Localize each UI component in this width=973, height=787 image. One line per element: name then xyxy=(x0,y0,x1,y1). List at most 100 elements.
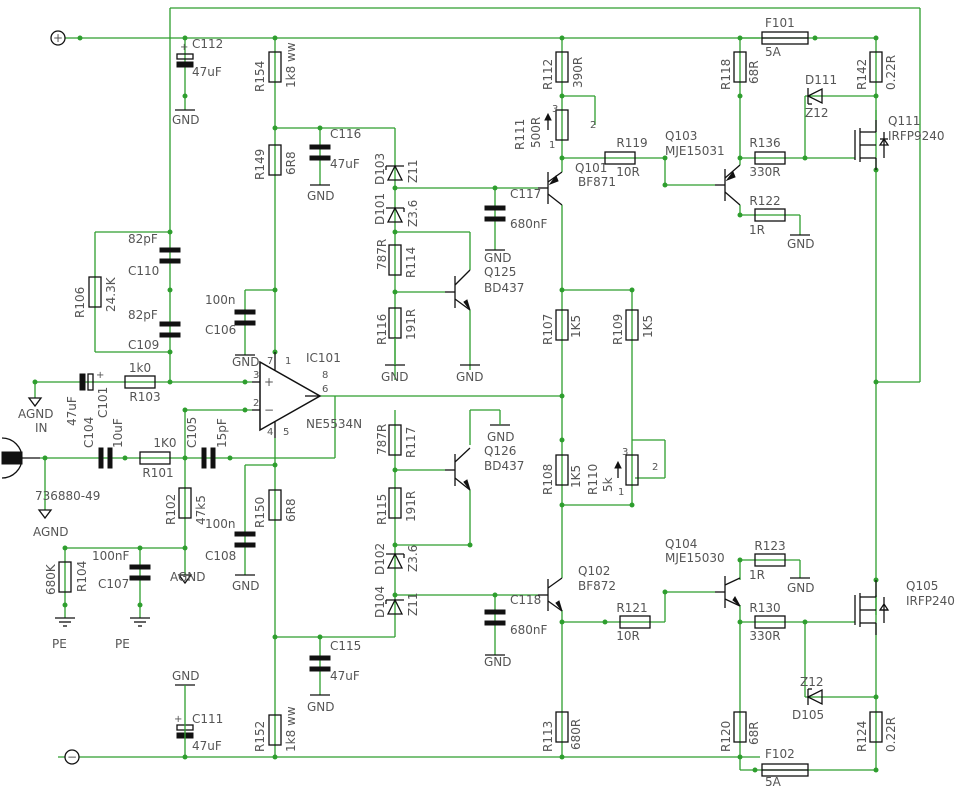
fuse-f101[interactable]: F101 5A xyxy=(761,16,809,59)
gnd-label: GND xyxy=(484,655,512,669)
transistor-q102[interactable]: Q102 BF872 xyxy=(538,564,616,612)
transistor-name: Q111 xyxy=(888,114,920,128)
resistor-value: 10R xyxy=(616,165,640,179)
resistor-r115[interactable]: R115 191R xyxy=(375,487,418,525)
resistor-name: R114 xyxy=(404,247,418,278)
zener-d102[interactable]: D102 Z3.6 xyxy=(373,543,420,575)
resistor-r117[interactable]: 787R R117 xyxy=(375,424,418,458)
opamp-ic101[interactable]: + − IC101 NE5534N 7 1 3 2 4 8 5 6 xyxy=(252,351,362,438)
pot-pin-2: 2 xyxy=(590,120,596,131)
capacitor-c111[interactable]: + C111 47uF xyxy=(174,712,223,753)
capacitor-c112[interactable]: + C112 47uF xyxy=(176,37,223,79)
transistor-q126[interactable]: Q126 BD437 xyxy=(445,444,524,491)
capacitor-c117[interactable]: C117 680nF xyxy=(484,187,548,231)
plus-sign: + xyxy=(53,31,63,45)
transistor-q103[interactable]: Q103 MJE15031 xyxy=(665,129,741,206)
pin-3: 3 xyxy=(253,370,259,381)
resistor-r114[interactable]: 787R R114 xyxy=(375,239,418,278)
resistor-r152[interactable]: R152 1k8 ww xyxy=(253,706,298,752)
resistor-r121[interactable]: R121 10R xyxy=(616,601,651,643)
capacitor-c109[interactable]: 82pF C109 xyxy=(128,308,181,352)
transistor-name: Q105 xyxy=(906,579,938,593)
input-label: IN xyxy=(35,421,48,435)
capacitor-value: 82pF xyxy=(128,232,158,246)
capacitor-c104[interactable]: C104 10uF xyxy=(82,417,125,469)
zener-d111[interactable]: D111 Z12 xyxy=(805,73,837,120)
resistor-r120[interactable]: R120 68R xyxy=(719,711,761,752)
resistor-r124[interactable]: R124 0.22R xyxy=(855,711,898,752)
resistor-r118[interactable]: R118 68R xyxy=(719,51,761,90)
transistor-q101[interactable]: Q101 BF871 xyxy=(538,161,616,206)
resistor-r112[interactable]: R112 390R xyxy=(541,51,585,90)
diode-value: Z11 xyxy=(406,593,420,617)
capacitor-c108[interactable]: 100n C108 xyxy=(205,517,256,563)
resistor-r107[interactable]: R107 1K5 xyxy=(541,309,583,345)
resistor-r101[interactable]: 1K0 R101 xyxy=(139,436,177,480)
transistor-q125[interactable]: Q125 BD437 xyxy=(445,265,524,311)
capacitor-c115[interactable]: C115 47uF xyxy=(309,639,361,683)
capacitor-value: 47uF xyxy=(65,396,79,426)
resistor-r122[interactable]: R122 1R xyxy=(749,194,786,237)
input-connector[interactable]: IN 736880-49 xyxy=(1,421,100,503)
fuse-value: 5A xyxy=(765,775,782,787)
trimmer-r110[interactable]: 3 2 1 R110 5k xyxy=(586,447,658,498)
resistor-value: 1k0 xyxy=(129,361,151,375)
capacitor-c116[interactable]: C116 47uF xyxy=(309,127,361,171)
ic-name: IC101 xyxy=(306,351,341,365)
ic-type: NE5534N xyxy=(306,417,362,431)
zener-d104[interactable]: D104 Z11 xyxy=(373,586,420,618)
zener-d101[interactable]: D101 Z3.6 xyxy=(373,193,420,227)
capacitor-value: 15pF xyxy=(215,418,229,448)
resistor-r102[interactable]: R102 47k5 xyxy=(164,487,208,525)
capacitor-c101[interactable]: + 47uF C101 xyxy=(65,370,110,426)
zener-d105[interactable]: Z12 D105 xyxy=(792,675,824,722)
resistor-r108[interactable]: R108 1K5 xyxy=(541,454,583,495)
resistor-r136[interactable]: R136 330R xyxy=(749,136,786,179)
rail-terminal-plus[interactable]: + xyxy=(50,30,66,46)
resistor-name: R136 xyxy=(749,136,780,150)
transistor-q104[interactable]: Q104 MJE15030 xyxy=(665,537,741,608)
capacitor-value: 680nF xyxy=(510,217,548,231)
capacitor-c106[interactable]: 100n C106 xyxy=(205,293,256,337)
resistor-r149[interactable]: R149 6R8 xyxy=(253,144,298,180)
zener-d103[interactable]: D103 Z11 xyxy=(373,153,420,185)
resistor-name: R104 xyxy=(75,561,89,592)
resistor-r109[interactable]: R109 1K5 xyxy=(611,309,655,345)
capacitor-c107[interactable]: 100nF C107 xyxy=(92,549,151,591)
transistor-value: IRFP9240 xyxy=(888,129,945,143)
mosfet-q105[interactable]: Q105 IRFP240 xyxy=(854,579,955,635)
gnd-label: GND xyxy=(307,189,335,203)
resistor-name: R117 xyxy=(404,427,418,458)
capacitor-c118[interactable]: C118 680nF xyxy=(484,593,548,637)
capacitor-name: C116 xyxy=(330,127,361,141)
transistor-name: Q104 xyxy=(665,537,697,551)
fuse-f102[interactable]: F102 5A xyxy=(761,747,809,787)
resistor-r150[interactable]: R150 6R8 xyxy=(253,489,298,528)
resistor-r106[interactable]: R106 24.3K xyxy=(73,276,118,318)
resistor-name: R102 xyxy=(164,494,178,525)
trimmer-r111[interactable]: 3 2 1 R111 500R xyxy=(513,104,596,151)
diode-name: D111 xyxy=(805,73,837,87)
pot-pin-3: 3 xyxy=(552,104,558,115)
capacitor-c110[interactable]: 82pF C110 xyxy=(128,232,181,278)
opamp-minus-sign: − xyxy=(264,403,274,417)
rail-terminal-minus[interactable]: − xyxy=(64,749,80,765)
gnd-label: GND xyxy=(232,355,260,369)
diode-value: Z12 xyxy=(805,106,829,120)
resistor-r130[interactable]: R130 330R xyxy=(749,601,786,643)
resistor-r123[interactable]: R123 1R xyxy=(749,539,786,582)
gnd-label: GND xyxy=(232,579,260,593)
resistor-r142[interactable]: R142 0.22R xyxy=(855,51,898,90)
resistor-r104[interactable]: 680K R104 xyxy=(44,561,89,595)
resistor-r103[interactable]: 1k0 R103 xyxy=(124,361,161,404)
capacitor-c105[interactable]: C105 15pF xyxy=(185,417,229,469)
resistor-r116[interactable]: R116 191R xyxy=(375,307,418,345)
resistor-r154[interactable]: R154 1k8 ww xyxy=(253,42,298,92)
resistor-value: 1R xyxy=(749,568,765,582)
mosfet-q111[interactable]: Q111 IRFP9240 xyxy=(854,114,945,170)
resistor-r119[interactable]: R119 10R xyxy=(604,136,648,179)
gnd-label: GND xyxy=(172,113,200,127)
resistor-value: 1K0 xyxy=(153,436,176,450)
resistor-r113[interactable]: R113 680R xyxy=(541,711,583,752)
